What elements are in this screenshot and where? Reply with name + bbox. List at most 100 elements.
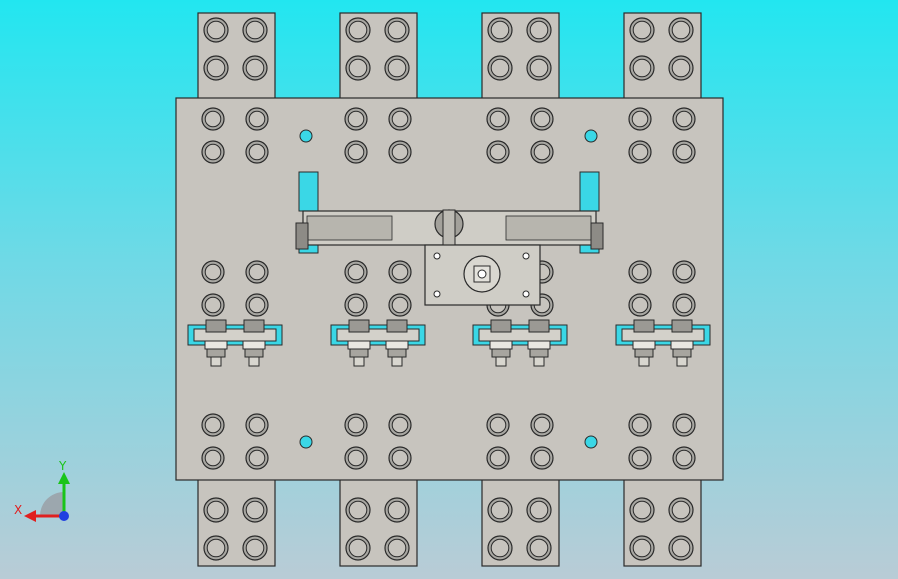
stud-end-icon [210, 356, 222, 367]
bolt-hole-inner [489, 110, 507, 128]
bolt-hole-inner [204, 110, 222, 128]
stud-end-icon [638, 356, 650, 367]
bolt-hole-inner [675, 449, 693, 467]
mounting-hole [584, 129, 598, 143]
left-pivot [295, 222, 309, 250]
hex-nut-icon [243, 319, 265, 333]
right-slot-cutout [579, 171, 600, 212]
washer-icon [385, 340, 409, 350]
bolt-hole-inner [490, 20, 510, 40]
bolt-hole-inner [490, 538, 510, 558]
washer-icon [632, 340, 656, 350]
bolt-hole-inner [490, 58, 510, 78]
lock-nut-icon [206, 348, 226, 358]
lock-nut-icon [529, 348, 549, 358]
bolt-hole-inner [529, 538, 549, 558]
bolt-hole-inner [631, 449, 649, 467]
bolt-hole-inner [204, 143, 222, 161]
right-pivot [590, 222, 604, 250]
lock-nut-icon [244, 348, 264, 358]
bolt-hole-inner [631, 416, 649, 434]
bolt-hole-inner [631, 143, 649, 161]
lock-nut-icon [387, 348, 407, 358]
lock-nut-icon [349, 348, 369, 358]
base-plate [175, 97, 724, 481]
bolt-hole-inner [245, 538, 265, 558]
hex-nut-icon [633, 319, 655, 333]
bolt-hole-inner [248, 449, 266, 467]
bolt-hole-inner [533, 416, 551, 434]
bolt-hole-inner [245, 500, 265, 520]
screw-icon [433, 290, 441, 298]
lock-nut-icon [491, 348, 511, 358]
bolt-hole-inner [671, 20, 691, 40]
stud-end-icon [495, 356, 507, 367]
bolt-hole-inner [348, 538, 368, 558]
bolt-hole-inner [347, 263, 365, 281]
hex-nut-icon [348, 319, 370, 333]
cross-bar-left-face [306, 215, 393, 241]
bolt-hole-inner [529, 58, 549, 78]
bolt-hole-inner [391, 416, 409, 434]
bolt-hole-inner [391, 263, 409, 281]
bolt-hole-inner [248, 416, 266, 434]
stud-end-icon [353, 356, 365, 367]
bolt-hole-inner [529, 20, 549, 40]
bolt-hole-inner [206, 538, 226, 558]
bolt-hole-inner [632, 500, 652, 520]
x-axis-arrowhead-icon [24, 510, 36, 522]
bolt-hole-inner [347, 143, 365, 161]
hex-nut-icon [386, 319, 408, 333]
coordinate-triad: Y X [14, 459, 70, 522]
mounting-hole [584, 435, 598, 449]
bolt-hole-inner [489, 449, 507, 467]
y-axis-arrowhead-icon [58, 472, 70, 484]
lock-nut-icon [672, 348, 692, 358]
bolt-hole-inner [675, 263, 693, 281]
bolt-hole-inner [245, 20, 265, 40]
bolt-hole-inner [204, 449, 222, 467]
bolt-hole-inner [204, 296, 222, 314]
bolt-hole-inner [489, 143, 507, 161]
washer-icon [347, 340, 371, 350]
bolt-hole-inner [348, 58, 368, 78]
bolt-hole-inner [533, 449, 551, 467]
bolt-hole-inner [490, 500, 510, 520]
mounting-hole [299, 435, 313, 449]
bolt-hole-inner [206, 500, 226, 520]
bolt-hole-inner [248, 263, 266, 281]
bolt-hole-inner [671, 500, 691, 520]
washer-icon [670, 340, 694, 350]
stud-end-icon [391, 356, 403, 367]
bolt-hole-inner [347, 449, 365, 467]
cross-bar-right-face [505, 215, 592, 241]
bolt-hole-inner [632, 58, 652, 78]
screw-icon [433, 252, 441, 260]
bolt-hole-inner [489, 416, 507, 434]
screw-icon [522, 290, 530, 298]
hex-nut-icon [205, 319, 227, 333]
stud-end-icon [248, 356, 260, 367]
y-axis-label: Y [58, 459, 67, 473]
bolt-hole-inner [671, 538, 691, 558]
bolt-hole-inner [387, 58, 407, 78]
bolt-hole-inner [347, 110, 365, 128]
bolt-hole-inner [631, 296, 649, 314]
bolt-hole-inner [248, 296, 266, 314]
top-busbars [197, 12, 702, 104]
bolt-hole-inner [348, 500, 368, 520]
drive-center [477, 269, 487, 279]
mechanism-box [424, 244, 541, 306]
bottom-busbars [197, 477, 702, 567]
bolt-hole-inner [348, 20, 368, 40]
bolt-hole-inner [631, 110, 649, 128]
bolt-hole-inner [675, 296, 693, 314]
bolt-hole-inner [206, 20, 226, 40]
z-axis-dot-icon [59, 511, 69, 521]
bolt-hole-inner [631, 263, 649, 281]
bolt-hole-inner [248, 110, 266, 128]
bolt-hole-inner [675, 110, 693, 128]
bolt-hole-inner [248, 143, 266, 161]
